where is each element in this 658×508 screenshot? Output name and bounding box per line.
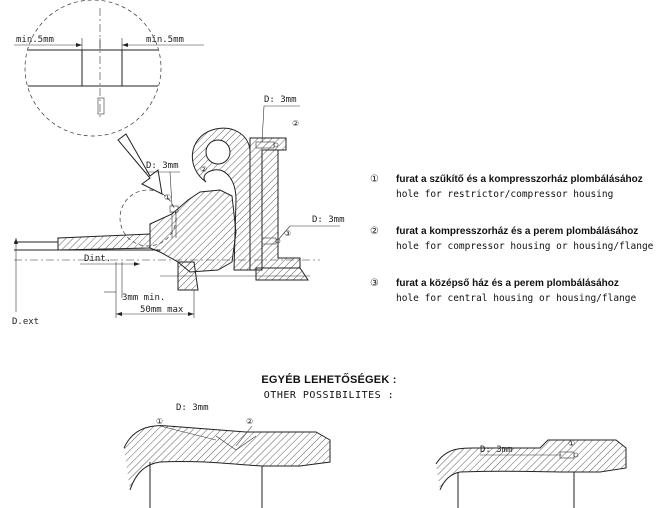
dint-label: Dint. <box>84 254 111 264</box>
d-top-label: D: 3mm <box>264 95 297 105</box>
legend-marker-3: ③ <box>370 278 379 289</box>
marker-3-main: ③ <box>284 229 291 238</box>
other-title-english: OTHER POSSIBILITES : <box>263 390 395 401</box>
other-option-right: D: 3mm ① <box>435 439 627 508</box>
min-3mm-label: 3mm min. <box>122 293 165 303</box>
d-left-label: D: 3mm <box>146 161 179 171</box>
legend-en-1: hole for restrictor/compressor housing <box>396 189 614 200</box>
legend-hu-2: furat a kompresszorház és a perem plombá… <box>396 226 639 237</box>
other-option-left: D: 3mm ① ② <box>123 403 331 508</box>
legend-en-3: hole for central housing or housing/flan… <box>396 293 637 304</box>
dim-right-label: min.5mm <box>146 35 184 45</box>
marker-2-top: ② <box>292 119 299 128</box>
other-right-marker-1: ① <box>568 439 575 448</box>
legend-marker-1: ① <box>370 174 379 185</box>
legend-hu-3: furat a középső ház és a perem plombálás… <box>396 278 619 289</box>
legend-en-2: hole for compressor housing or housing/f… <box>396 241 654 252</box>
legend-marker-2: ② <box>370 226 379 237</box>
other-title-hungarian: EGYÉB LEHETŐSÉGEK : <box>261 374 397 386</box>
dim-left-label: min.5mm <box>16 35 54 45</box>
other-right-d-label: D: 3mm <box>480 445 513 455</box>
legend-hu-1: furat a szűkítő és a kompresszorház plom… <box>396 174 643 185</box>
max-50mm-label: 50mm max <box>140 305 184 315</box>
d-right-label: D: 3mm <box>312 215 345 225</box>
marker-2-main: ② <box>200 165 207 174</box>
dext-label: D.ext <box>12 317 39 327</box>
view-arrow-icon <box>117 133 163 195</box>
turbo-cross-section: Dint. D.ext 3mm min. 50mm max D: 3mm ② D… <box>12 95 345 327</box>
other-left-marker-1: ① <box>156 417 163 426</box>
marker-1-main: ① <box>164 193 171 202</box>
other-left-marker-2: ② <box>246 417 253 426</box>
detail-view: min.5mm min.5mm <box>14 0 204 137</box>
other-left-d-label: D: 3mm <box>176 403 209 413</box>
